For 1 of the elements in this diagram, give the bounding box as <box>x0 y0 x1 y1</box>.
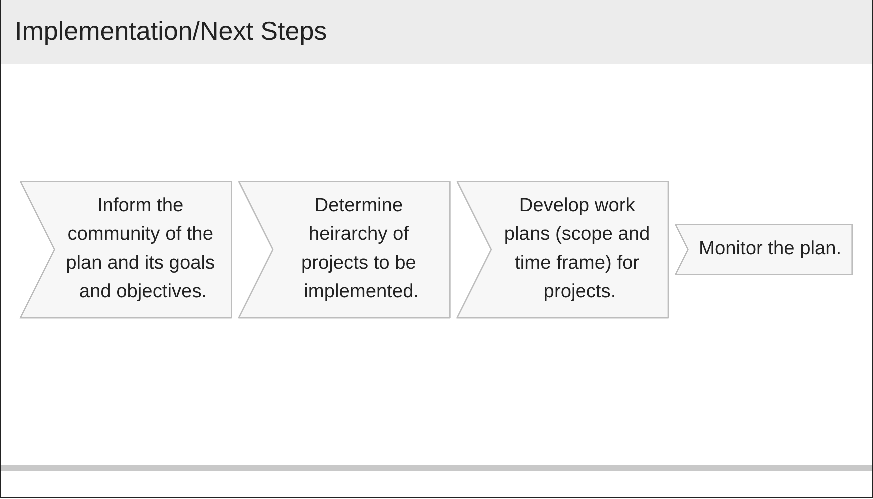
slide-title: Implementation/Next Steps <box>15 16 328 47</box>
